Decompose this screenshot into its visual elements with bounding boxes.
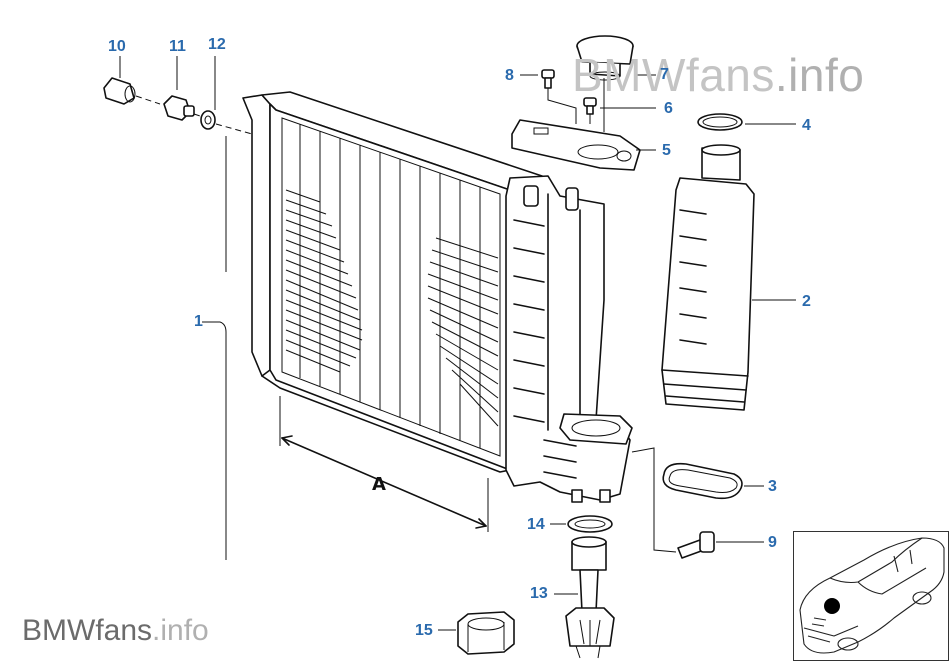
o-ring-4 <box>697 113 743 131</box>
bolt-9 <box>677 531 715 559</box>
screw-8 <box>541 69 555 89</box>
cap <box>576 35 634 81</box>
gasket-3 <box>662 462 743 500</box>
callout-5[interactable]: 5 <box>662 142 671 159</box>
vehicle-location-inset <box>793 531 949 661</box>
washer-14 <box>567 515 613 533</box>
callout-10[interactable]: 10 <box>108 38 126 55</box>
callout-2[interactable]: 2 <box>802 293 811 310</box>
callout-9[interactable]: 9 <box>768 534 777 551</box>
dimension-a <box>279 396 489 532</box>
callout-6[interactable]: 6 <box>664 100 673 117</box>
watermark-bottom-brand: BMWfans <box>22 614 153 647</box>
radiator-core <box>242 91 549 473</box>
watermark-bottom: BMWfans.info <box>22 614 209 648</box>
nut-15 <box>457 611 515 655</box>
watermark-top: BMWfans.info <box>572 48 864 102</box>
radiator-location-dot <box>824 598 840 614</box>
callout-4[interactable]: 4 <box>802 117 811 134</box>
sensor-13 <box>565 536 615 659</box>
dimension-label: A <box>372 474 386 495</box>
callout-15[interactable]: 15 <box>415 622 433 639</box>
callout-1[interactable]: 1 <box>194 313 203 330</box>
drain-valve-11 <box>163 95 195 121</box>
watermark-top-tld: .info <box>774 49 865 101</box>
callout-13[interactable]: 13 <box>530 585 548 602</box>
watermark-top-brand: BMWfans <box>572 49 775 101</box>
expansion-tank <box>661 144 755 411</box>
drain-plug-10 <box>103 77 136 105</box>
callout-3[interactable]: 3 <box>768 478 777 495</box>
washer-12 <box>200 110 216 130</box>
callout-7[interactable]: 7 <box>660 66 669 83</box>
callout-14[interactable]: 14 <box>527 516 545 533</box>
callout-11[interactable]: 11 <box>169 38 186 55</box>
watermark-bottom-tld: .info <box>152 614 209 647</box>
side-tank <box>505 175 633 503</box>
bracket <box>511 119 641 171</box>
car-sketch <box>799 537 945 654</box>
leader-lines <box>119 56 796 631</box>
callout-8[interactable]: 8 <box>505 67 514 84</box>
callout-12[interactable]: 12 <box>208 36 226 53</box>
